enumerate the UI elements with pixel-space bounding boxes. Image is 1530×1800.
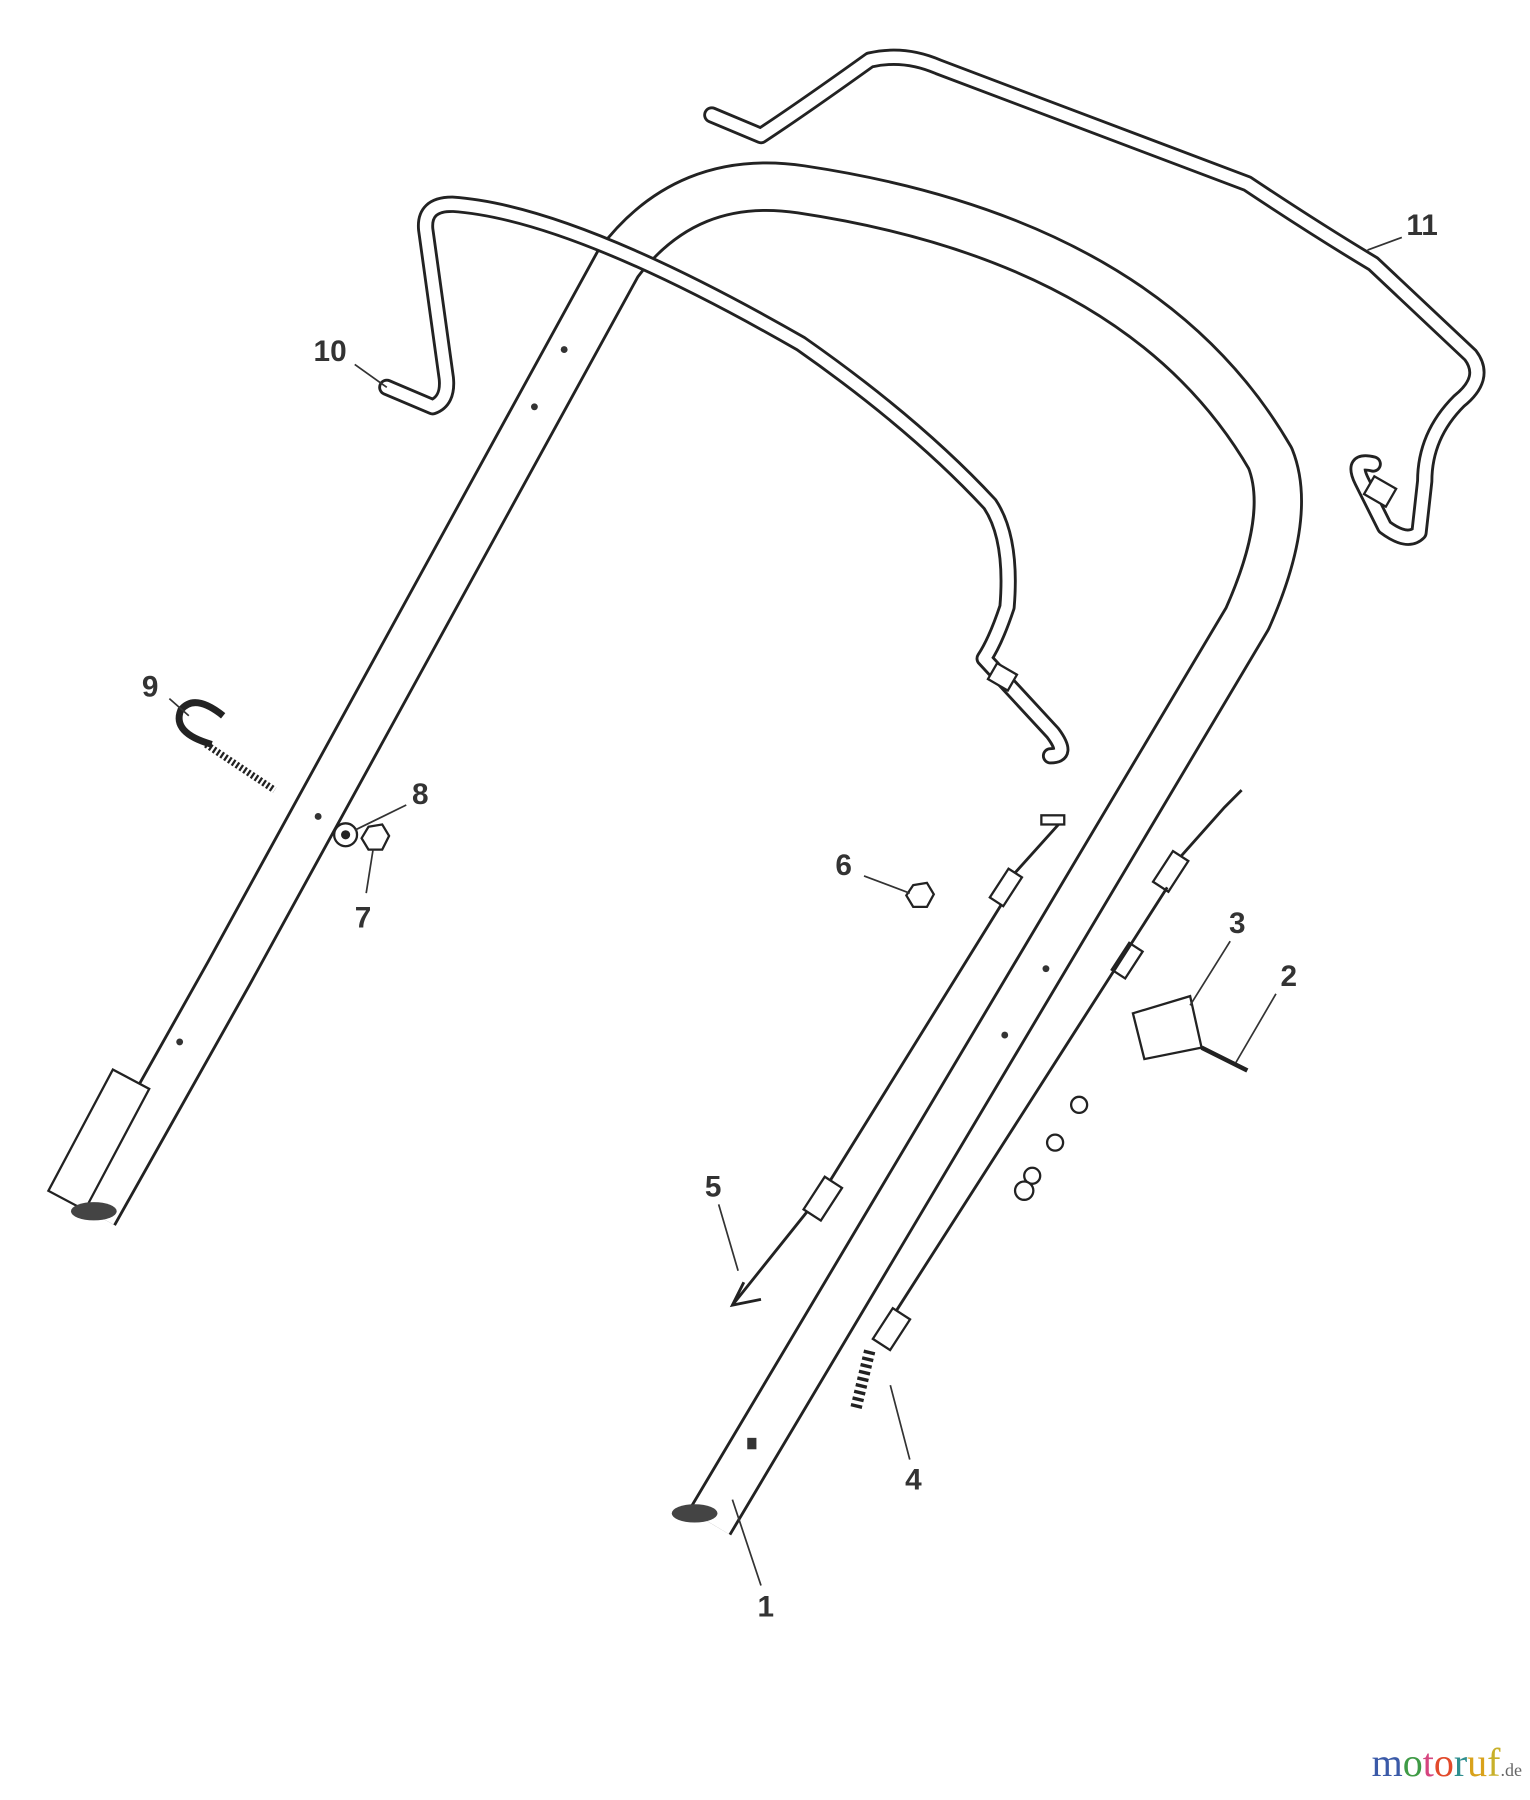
callout-9: 9 — [142, 670, 159, 703]
lower-bail-bar — [378, 195, 1070, 765]
callout-11: 11 — [1406, 209, 1437, 242]
cable-4 — [850, 789, 1243, 1410]
callout-1: 1 — [758, 1590, 775, 1623]
callout-5: 5 — [705, 1170, 722, 1203]
callout-10: 10 — [314, 335, 347, 368]
watermark-suffix: .de — [1500, 1760, 1523, 1780]
upper-bail-bar — [703, 48, 1486, 546]
small-hardware — [175, 699, 1249, 1201]
main-handle — [46, 161, 1303, 1536]
watermark-text: motoruf — [1371, 1740, 1501, 1785]
callout-8: 8 — [412, 778, 429, 811]
callout-labels: 1 2 3 4 5 6 7 8 9 10 11 — [142, 209, 1438, 1623]
callout-4: 4 — [905, 1463, 922, 1496]
cable-5 — [729, 814, 1066, 1308]
callout-3: 3 — [1229, 907, 1246, 940]
callout-6: 6 — [835, 849, 852, 882]
callout-2: 2 — [1281, 960, 1298, 993]
leader-lines — [168, 236, 1403, 1586]
watermark-logo: motoruf.de — [1372, 1739, 1522, 1786]
callout-7: 7 — [355, 901, 372, 934]
